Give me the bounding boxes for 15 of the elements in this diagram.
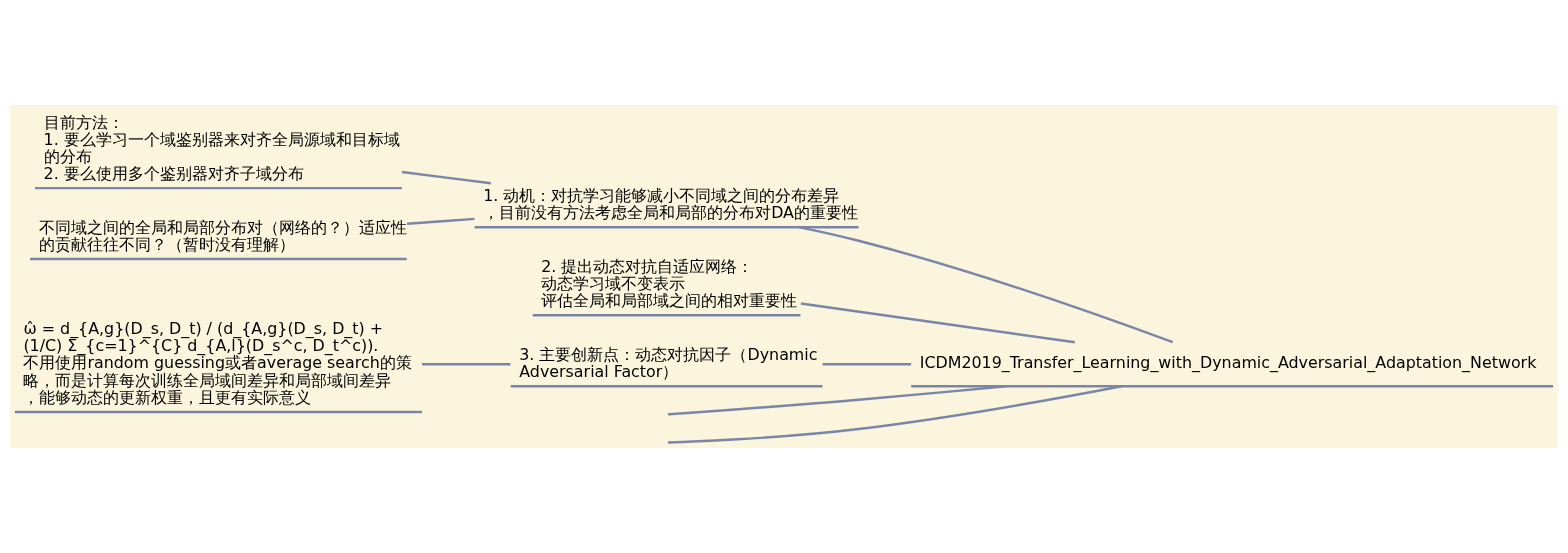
node-text: 目前方法： 1. 要么学习一个域鉴别器来对齐全局源域和目标域的分布 2. 要么使用多个鉴别器对齐子域分布 (43, 112, 400, 183)
node-text: ICDM2019_Transfer_Learning_with_Dynamic_Adversarial_Adaptation_Network (919, 353, 1537, 373)
connector (799, 226, 1174, 344)
connector (406, 217, 475, 225)
node-text: 不同域之间的全局和局部分布对（网络的？）适应性的贡献往往不同？（暂时没有理解） (38, 217, 407, 254)
node-text: ω̂ = d_{A,g}(D_s, D_t) / (d_{A,g}(D_s, D_t) + (1/C) Σ_{c=1}^{C} d_{A,l}(D_s^c, D_t^c)). 不用使用random guessing或者average search的策略，而是计算每次训练全局域间差异和局部域间差异，能够动态的更新权重，且更有实际意义 (23, 319, 412, 407)
node-text: 2. 提出动态对抗自适应网络： 动态学习域不变表示 评估全局和局部域之间的相对重要性 (541, 256, 798, 311)
connector (401, 170, 491, 185)
node-text: 1. 动机：对抗学习能够减小不同域之间的分布差异，目前没有方法考虑全局和局部的分布对DA的重要性 (483, 185, 858, 222)
connector (800, 302, 1075, 344)
connector (822, 363, 912, 366)
node-text: 3. 主要创新点：动态对抗因子（Dynamic Adversarial Factor） (519, 344, 818, 381)
connector (667, 385, 1123, 444)
connector (667, 385, 1007, 416)
connector (422, 363, 511, 366)
